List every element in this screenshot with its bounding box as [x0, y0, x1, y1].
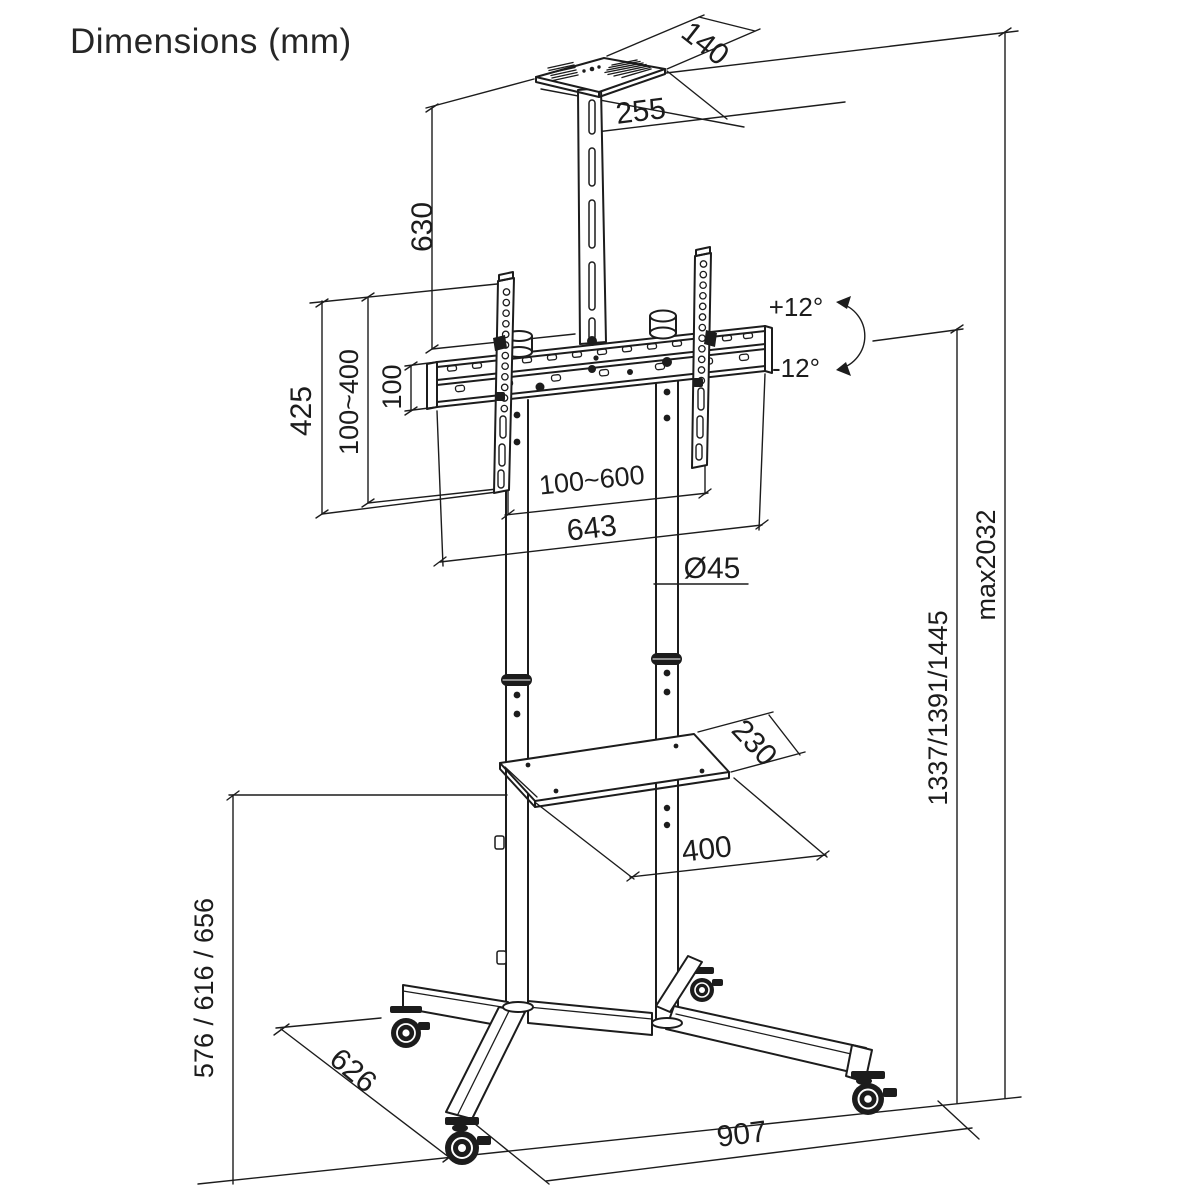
shelf-holes [525, 743, 705, 794]
dim-label-100-600: 100~600 [538, 460, 646, 501]
pole-right [651, 376, 682, 1024]
dim-label-1337-1391-1445: 1337/1391/1445 [923, 610, 953, 805]
dim-label-630: 630 [406, 202, 439, 252]
vesa-bracket-right [691, 246, 717, 469]
page-title: Dimensions (mm) [70, 22, 352, 61]
pole-screws-below-shelf [663, 804, 671, 829]
dim-400-lines [535, 777, 830, 882]
pole-left [494, 399, 532, 1008]
dim-label-400: 400 [680, 830, 733, 868]
dim-100-400-lines [361, 292, 498, 508]
caster-rear-left [390, 1006, 430, 1048]
base-crossbeam [527, 1000, 653, 1036]
leg-rear-right [655, 955, 703, 1013]
bracket-clamp [704, 330, 717, 347]
dim-label-576-616-656: 576 / 616 / 656 [189, 898, 219, 1078]
dim-label-max2032: max2032 [971, 509, 1001, 620]
caster-front-right [851, 1071, 897, 1115]
dimension-lines-layer [197, 14, 1022, 1185]
dim-label-425: 425 [285, 386, 318, 436]
pole-right-foot [651, 1017, 683, 1029]
dim-label-dia45: Ø45 [684, 552, 741, 585]
pole-left-foot [502, 1001, 534, 1013]
caster-front-left [445, 1117, 491, 1165]
knob-right [649, 309, 677, 340]
dim-425-lines [309, 283, 498, 519]
cable-clip [496, 950, 507, 965]
top-plate-holes [582, 65, 601, 73]
shelf [499, 733, 730, 808]
dim-643-lines [433, 373, 769, 567]
dim-255-lines [540, 70, 846, 134]
top-plate [535, 57, 666, 98]
dim-max2032-lines [665, 27, 1019, 1099]
dim-140-lines [606, 14, 761, 70]
dim-label-255: 255 [614, 92, 668, 131]
crossbar-screws [535, 336, 672, 392]
floor-line [197, 1096, 1022, 1185]
dim-label-643: 643 [565, 509, 618, 547]
labels-layer: Dimensions (mm) 140 255 630 425 100~400 … [70, 15, 1001, 1154]
cable-clip [494, 835, 505, 850]
dim-576-lines [226, 790, 508, 1185]
tilt-up-label: +12° [769, 292, 824, 322]
bracket-clamp [495, 392, 505, 401]
dim-1337-lines [950, 324, 964, 1104]
dim-label-100-400: 100~400 [334, 349, 364, 455]
leg-front-right [665, 1005, 867, 1075]
hang-column [577, 87, 607, 345]
dim-230-lines [697, 711, 806, 773]
base [402, 955, 873, 1120]
tv-stand-drawing [390, 57, 897, 1165]
dim-label-907: 907 [715, 1115, 769, 1154]
dim-label-626: 626 [323, 1042, 383, 1099]
top-plate-vents-left [547, 61, 579, 82]
tv-mount-crossbar [426, 325, 773, 410]
tilt-down-label: -12° [772, 353, 820, 383]
vesa-bracket-left [493, 271, 515, 494]
bracket-clamp [693, 378, 703, 387]
tilt-arc [836, 296, 964, 376]
bracket-clamp [493, 335, 507, 351]
dim-label-100: 100 [377, 364, 407, 409]
top-plate-vents-right [604, 59, 652, 79]
